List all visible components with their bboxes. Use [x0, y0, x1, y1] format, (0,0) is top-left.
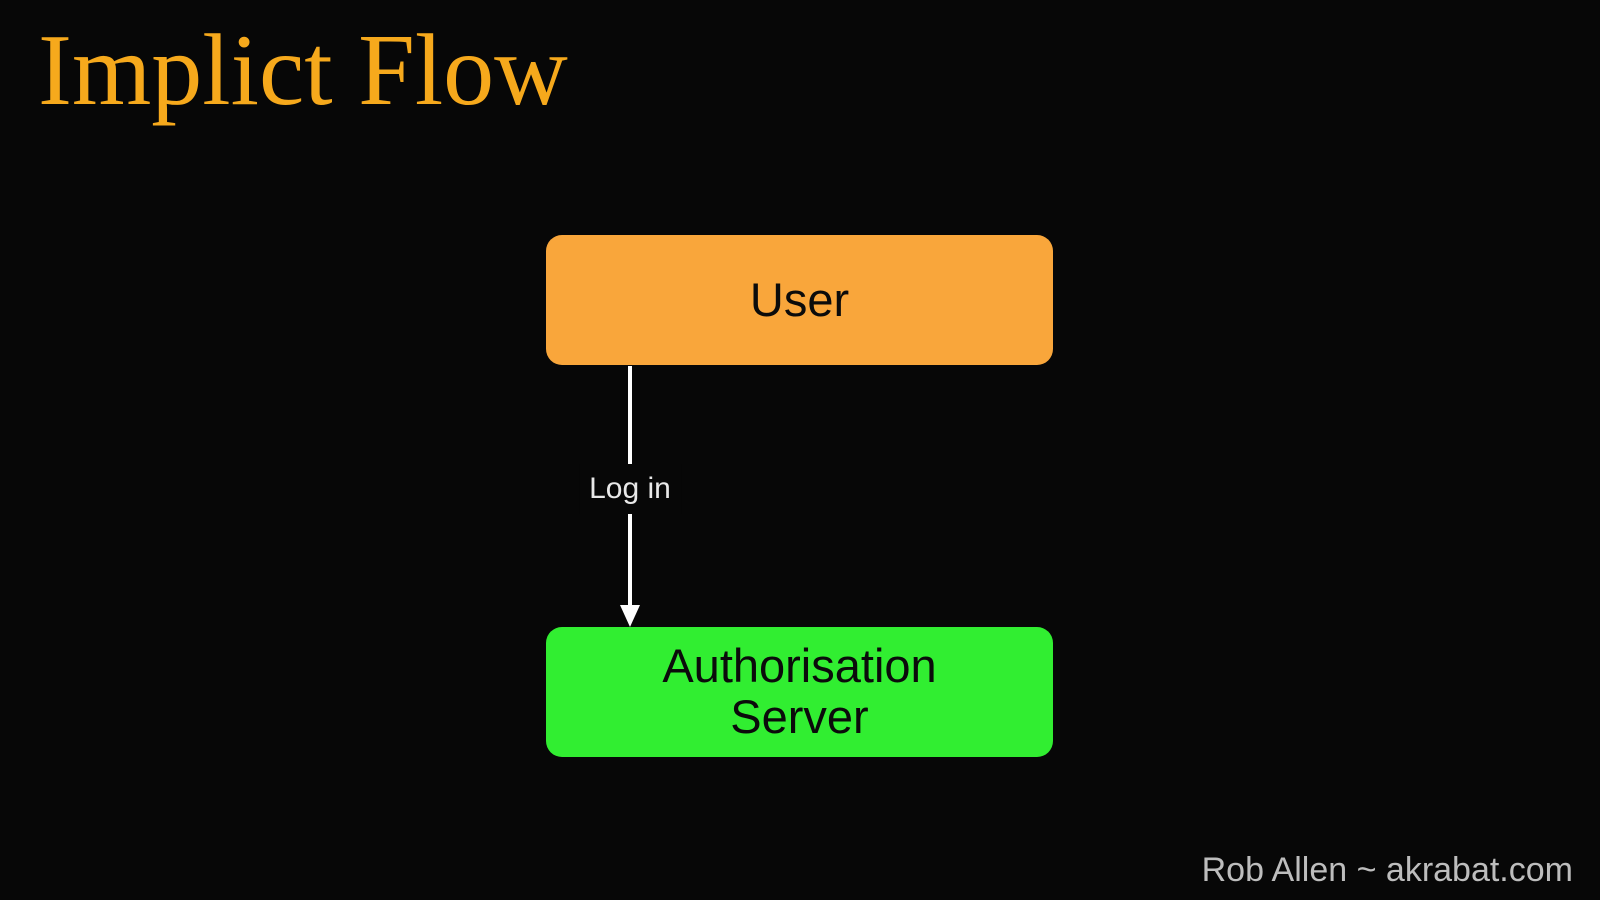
node-authorisation-server: Authorisation Server [546, 627, 1053, 757]
node-auth-label-line1: Authorisation [662, 639, 937, 693]
arrow-head-icon [620, 605, 640, 627]
node-user: User [546, 235, 1053, 365]
node-user-label: User [749, 272, 850, 326]
footer-credit: Rob Allen ~ akrabat.com [1201, 851, 1573, 889]
edge-label-log-in: Log in [579, 464, 681, 514]
node-auth-label-line2: Server [730, 690, 869, 743]
slide-title: Implict Flow [38, 14, 568, 127]
